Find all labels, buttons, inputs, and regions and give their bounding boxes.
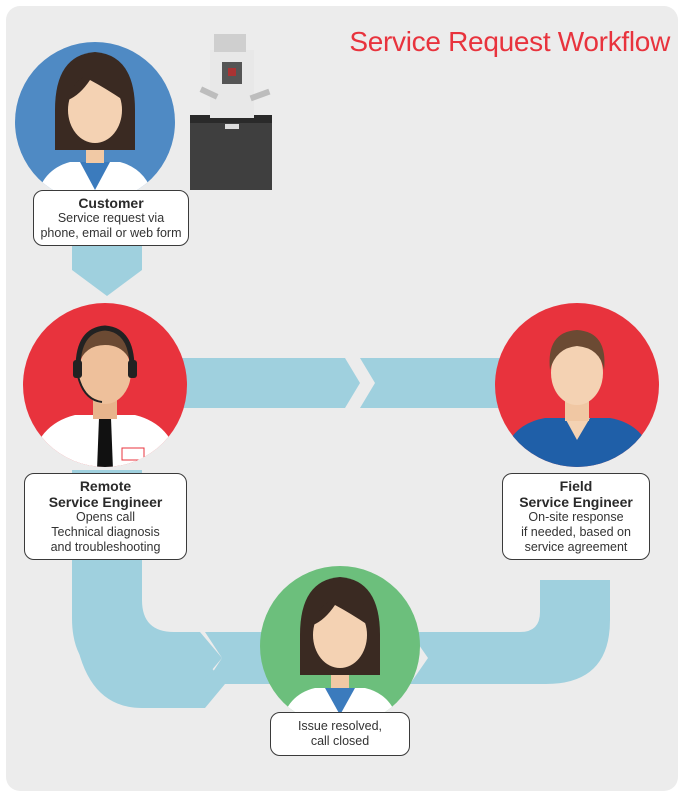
arrow-field-down-band — [490, 580, 610, 684]
remote-heading-2: Service Engineer — [48, 494, 163, 510]
field-heading-2: Service Engineer — [519, 494, 633, 510]
remote-line-1: Opens call — [75, 510, 136, 524]
microscope-instrument-icon — [190, 34, 272, 190]
remote-engineer-label: Remote Service Engineer Opens call Techn… — [24, 473, 187, 560]
customer-avatar — [15, 42, 175, 202]
customer-heading: Customer — [78, 195, 144, 211]
arrow-customer-to-remote — [72, 230, 142, 296]
resolved-line-1: Issue resolved, — [297, 719, 383, 733]
customer-line-2: phone, email or web form — [40, 226, 182, 240]
resolved-label: Issue resolved, call closed — [270, 712, 410, 756]
field-line-1: On-site response — [528, 510, 624, 524]
field-engineer-avatar — [495, 303, 659, 467]
remote-line-3: and troubleshooting — [50, 540, 161, 554]
resolved-line-2: call closed — [310, 734, 370, 748]
field-line-3: service agreement — [524, 540, 628, 554]
remote-engineer-avatar — [23, 303, 187, 467]
field-line-2: if needed, based on — [521, 525, 631, 539]
resolved-avatar — [260, 566, 420, 726]
field-heading-1: Field — [559, 478, 593, 494]
remote-line-2: Technical diagnosis — [51, 525, 160, 539]
arrow-from-resolved-right — [410, 632, 490, 684]
customer-line-1: Service request via — [57, 211, 165, 225]
remote-heading-1: Remote — [79, 478, 132, 494]
arrow-remote-to-middle — [180, 358, 360, 408]
page-title: Service Request Workflow — [349, 26, 670, 57]
customer-label: Customer Service request via phone, emai… — [33, 190, 189, 246]
field-engineer-label: Field Service Engineer On-site response … — [502, 473, 650, 560]
arrow-middle-to-field — [360, 358, 500, 408]
